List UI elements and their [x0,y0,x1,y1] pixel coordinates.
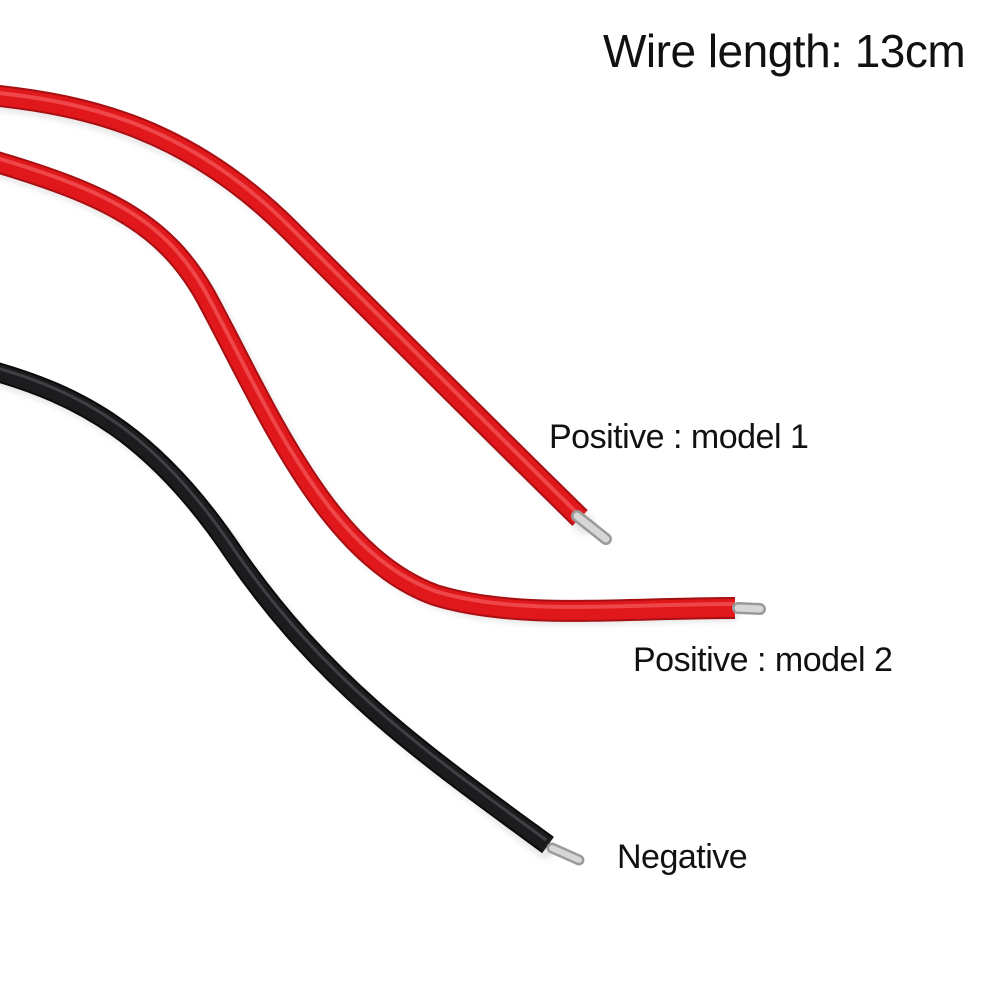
label-negative: Negative [617,838,748,876]
label-positive-model-2: Positive : model 2 [633,641,893,679]
wire-length-title: Wire length: 13cm [603,25,966,77]
label-positive-model-1: Positive : model 1 [549,418,809,456]
wire-positive-model-1 [0,85,612,545]
wire-positive-model-2 [0,151,766,622]
wire-negative [0,362,585,866]
